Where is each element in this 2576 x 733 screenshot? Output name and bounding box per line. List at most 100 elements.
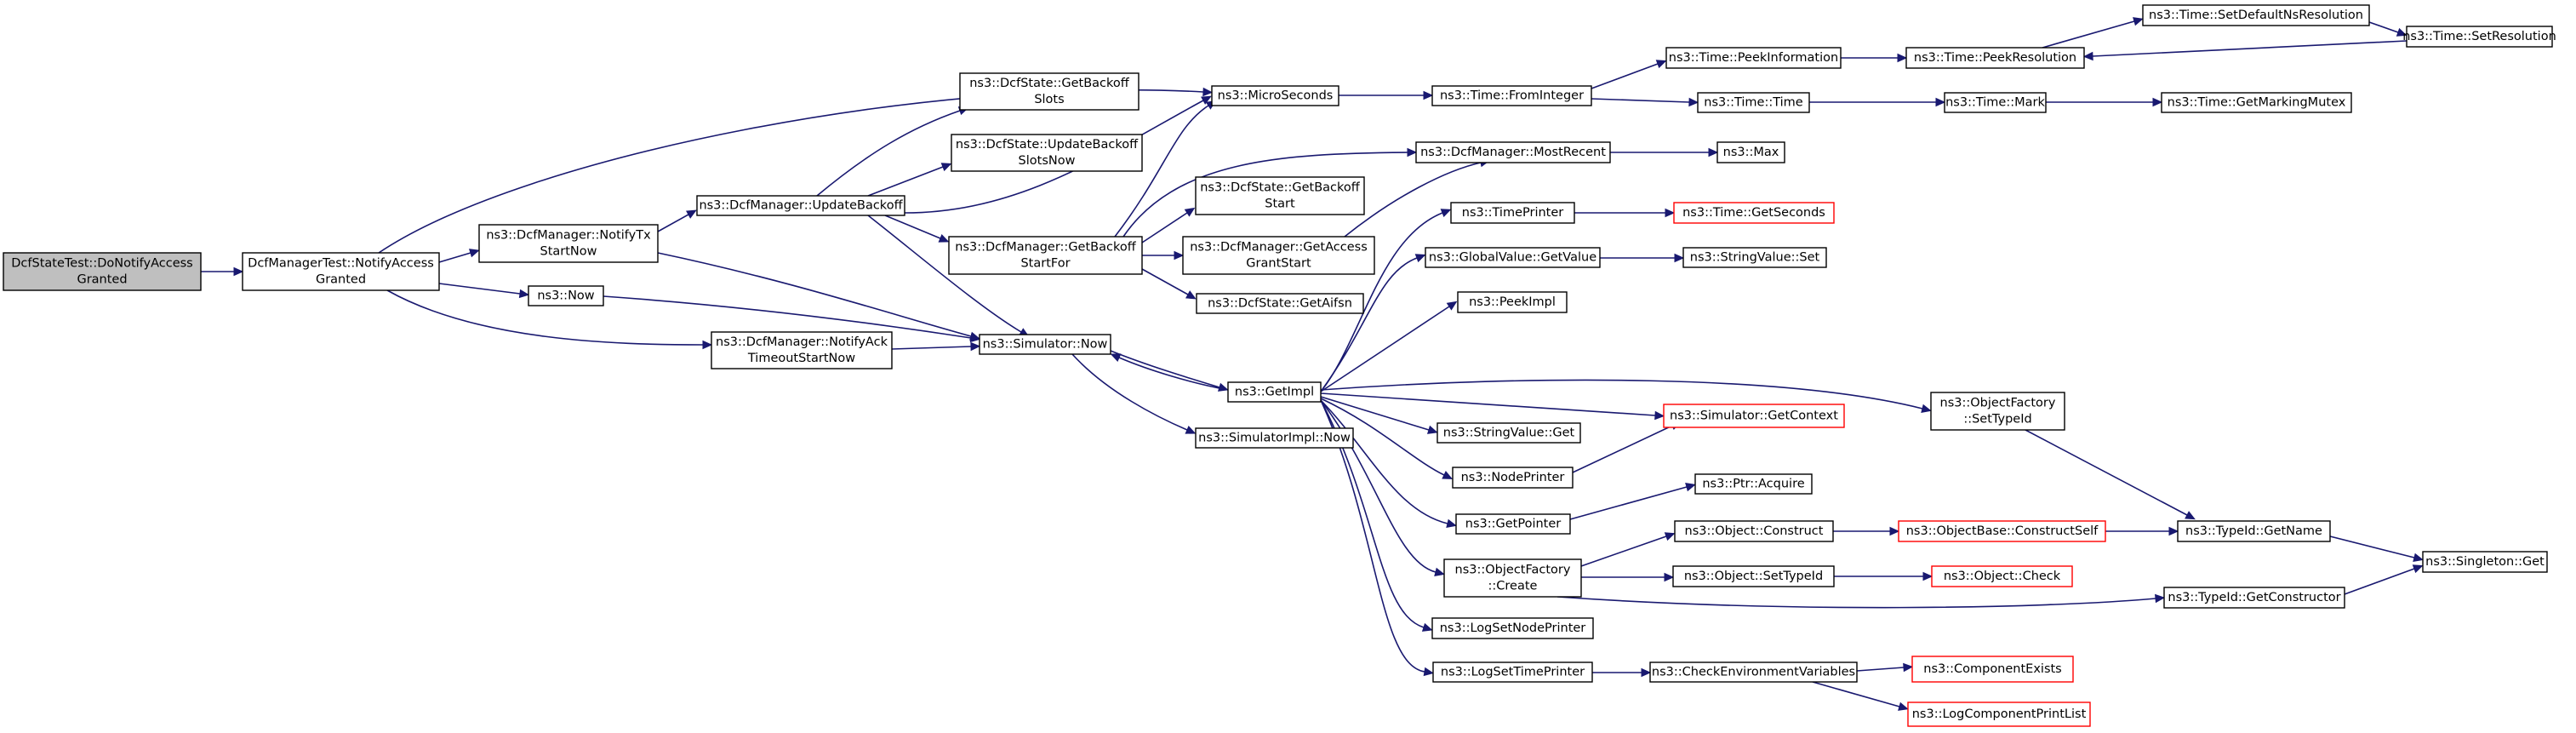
edge-getImpl-to-nodePrinter bbox=[1320, 398, 1454, 479]
node-singletonGet[interactable]: ns3::Singleton::Get bbox=[2422, 551, 2548, 573]
node-constructSelf[interactable]: ns3::ObjectBase::ConstructSelf bbox=[1898, 520, 2106, 542]
node-box bbox=[696, 195, 905, 216]
edge-peekInfo-to-peekRes bbox=[1841, 53, 1908, 63]
node-setRes[interactable]: ns3::Time::SetResolution bbox=[2402, 26, 2556, 48]
node-getAifsn[interactable]: ns3::DcfState::GetAifsn bbox=[1196, 293, 1364, 314]
edge-line bbox=[1591, 63, 1659, 89]
node-ofCreate[interactable]: ns3::ObjectFactory::Create bbox=[1443, 558, 1582, 598]
node-peekRes[interactable]: ns3::Time::PeekResolution bbox=[1905, 47, 2085, 69]
node-setDefaultNs[interactable]: ns3::Time::SetDefaultNsResolution bbox=[2142, 4, 2370, 26]
edge-getBackoffStartFor-to-getAccessGrant bbox=[1142, 250, 1185, 261]
node-compExists[interactable]: ns3::ComponentExists bbox=[1911, 656, 2074, 683]
edge-getImpl-to-getContext bbox=[1320, 392, 1665, 421]
node-getPointer[interactable]: ns3::GetPointer bbox=[1455, 513, 1571, 535]
node-objSetTypeId[interactable]: ns3::Object::SetTypeId bbox=[1672, 565, 1835, 587]
arrowhead bbox=[1423, 90, 1434, 100]
arrowhead bbox=[1897, 53, 1908, 63]
node-label: ns3::Time::Mark bbox=[1945, 96, 2045, 110]
node-label: StartNow bbox=[540, 245, 597, 259]
node-peekInfo[interactable]: ns3::Time::PeekInformation bbox=[1665, 47, 1842, 69]
node-box bbox=[1905, 47, 2085, 69]
node-getSeconds[interactable]: ns3::Time::GetSeconds bbox=[1673, 202, 1835, 224]
node-label: ns3::Now bbox=[537, 289, 594, 303]
node-typeIdGetCtor[interactable]: ns3::TypeId::GetConstructor bbox=[2163, 587, 2345, 609]
arrowhead bbox=[2133, 17, 2144, 26]
edge-line bbox=[1110, 350, 1220, 388]
node-getContext[interactable]: ns3::Simulator::GetContext bbox=[1663, 404, 1845, 428]
node-box bbox=[1944, 92, 2047, 113]
node-timeTime[interactable]: ns3::Time::Time bbox=[1697, 92, 1810, 113]
node-nodePrinter[interactable]: ns3::NodePrinter bbox=[1452, 467, 1574, 489]
node-simNow[interactable]: ns3::Simulator::Now bbox=[979, 334, 1111, 355]
edge-updateBackoff-to-micro bbox=[904, 95, 1212, 214]
node-checkEnv[interactable]: ns3::CheckEnvironmentVariables bbox=[1649, 661, 1858, 683]
arrowhead bbox=[1440, 209, 1452, 218]
edge-objConstruct-to-constructSelf bbox=[1833, 526, 1900, 536]
arrowhead bbox=[2082, 51, 2093, 61]
node-box bbox=[1665, 47, 1842, 69]
node-timePrinter[interactable]: ns3::TimePrinter bbox=[1450, 202, 1575, 224]
node-label: ns3::DcfState::UpdateBackoff bbox=[956, 138, 1139, 152]
node-notifyAck[interactable]: ns3::DcfManager::NotifyAckTimeoutStartNo… bbox=[711, 331, 893, 369]
arrowhead bbox=[1110, 353, 1122, 363]
arrowhead bbox=[1426, 425, 1438, 434]
node-updateBackoff[interactable]: ns3::DcfManager::UpdateBackoff bbox=[696, 195, 905, 216]
node-label: DcfManagerTest::NotifyAccess bbox=[248, 257, 434, 271]
arrowhead bbox=[938, 233, 950, 243]
edge-line bbox=[2042, 20, 2135, 49]
function-nodes: DcfStateTest::DoNotifyAccessGrantedDcfMa… bbox=[3, 4, 2556, 727]
node-box bbox=[1663, 404, 1845, 428]
node-timeMark[interactable]: ns3::Time::Mark bbox=[1944, 92, 2047, 113]
node-logSetNode[interactable]: ns3::LogSetNodePrinter bbox=[1431, 617, 1594, 639]
node-peekImpl[interactable]: ns3::PeekImpl bbox=[1457, 291, 1568, 313]
node-now[interactable]: ns3::Now bbox=[528, 285, 604, 306]
node-label: ns3::PeekImpl bbox=[1469, 295, 1556, 309]
edge-line bbox=[2344, 568, 2415, 595]
edge-updateBackoff-to-updateBackoffSlots bbox=[867, 163, 952, 197]
node-label: Granted bbox=[77, 273, 127, 287]
node-box bbox=[1431, 85, 1592, 106]
node-typeIdGetName[interactable]: ns3::TypeId::GetName bbox=[2177, 520, 2331, 542]
node-simImplNow[interactable]: ns3::SimulatorImpl::Now bbox=[1195, 427, 1354, 449]
node-box bbox=[1182, 236, 1375, 275]
node-box bbox=[1227, 381, 1322, 403]
node-micro[interactable]: ns3::MicroSeconds bbox=[1211, 85, 1339, 106]
node-objCheck[interactable]: ns3::Object::Check bbox=[1931, 565, 2073, 587]
node-strGet[interactable]: ns3::StringValue::Get bbox=[1437, 422, 1581, 444]
node-ofSetTypeId[interactable]: ns3::ObjectFactory::SetTypeId bbox=[1930, 392, 2065, 431]
node-gvGetValue[interactable]: ns3::GlobalValue::GetValue bbox=[1425, 247, 1601, 268]
node-label: ns3::StringValue::Set bbox=[1690, 251, 1820, 265]
node-max[interactable]: ns3::Max bbox=[1716, 141, 1785, 163]
node-markingMutex[interactable]: ns3::Time::GetMarkingMutex bbox=[2161, 92, 2352, 113]
node-label: ns3::TypeId::GetName bbox=[2185, 524, 2322, 538]
arrowhead bbox=[1935, 97, 1946, 107]
node-logCompPrint[interactable]: ns3::LogComponentPrintList bbox=[1907, 702, 2091, 727]
node-fromInteger[interactable]: ns3::Time::FromInteger bbox=[1431, 85, 1592, 106]
arrowhead bbox=[1202, 87, 1214, 97]
node-label: ns3::DcfManager::NotifyTx bbox=[486, 229, 651, 243]
edge-micro-to-fromInteger bbox=[1339, 90, 1434, 100]
node-box bbox=[1911, 656, 2074, 683]
node-objConstruct[interactable]: ns3::Object::Construct bbox=[1674, 520, 1834, 542]
node-ptrAcquire[interactable]: ns3::Ptr::Acquire bbox=[1694, 473, 1813, 495]
node-label: ns3::Time::Time bbox=[1704, 96, 1803, 110]
node-label: ns3::Simulator::GetContext bbox=[1670, 409, 1838, 423]
node-label: ns3::LogComponentPrintList bbox=[1912, 707, 2087, 721]
node-getImpl[interactable]: ns3::GetImpl bbox=[1227, 381, 1322, 403]
node-strSet[interactable]: ns3::StringValue::Set bbox=[1682, 247, 1827, 268]
node-box bbox=[1450, 202, 1575, 224]
call-edges bbox=[201, 17, 2424, 711]
node-label: ns3::CheckEnvironmentVariables bbox=[1652, 666, 1855, 679]
edge-getImpl-to-gvGetValue bbox=[1320, 254, 1426, 392]
node-box bbox=[1898, 520, 2106, 542]
node-logSetTime[interactable]: ns3::LogSetTimePrinter bbox=[1432, 661, 1593, 683]
node-mostRecent[interactable]: ns3::DcfManager::MostRecent bbox=[1415, 141, 1611, 163]
edge-logSetTime-to-checkEnv bbox=[1592, 667, 1652, 678]
